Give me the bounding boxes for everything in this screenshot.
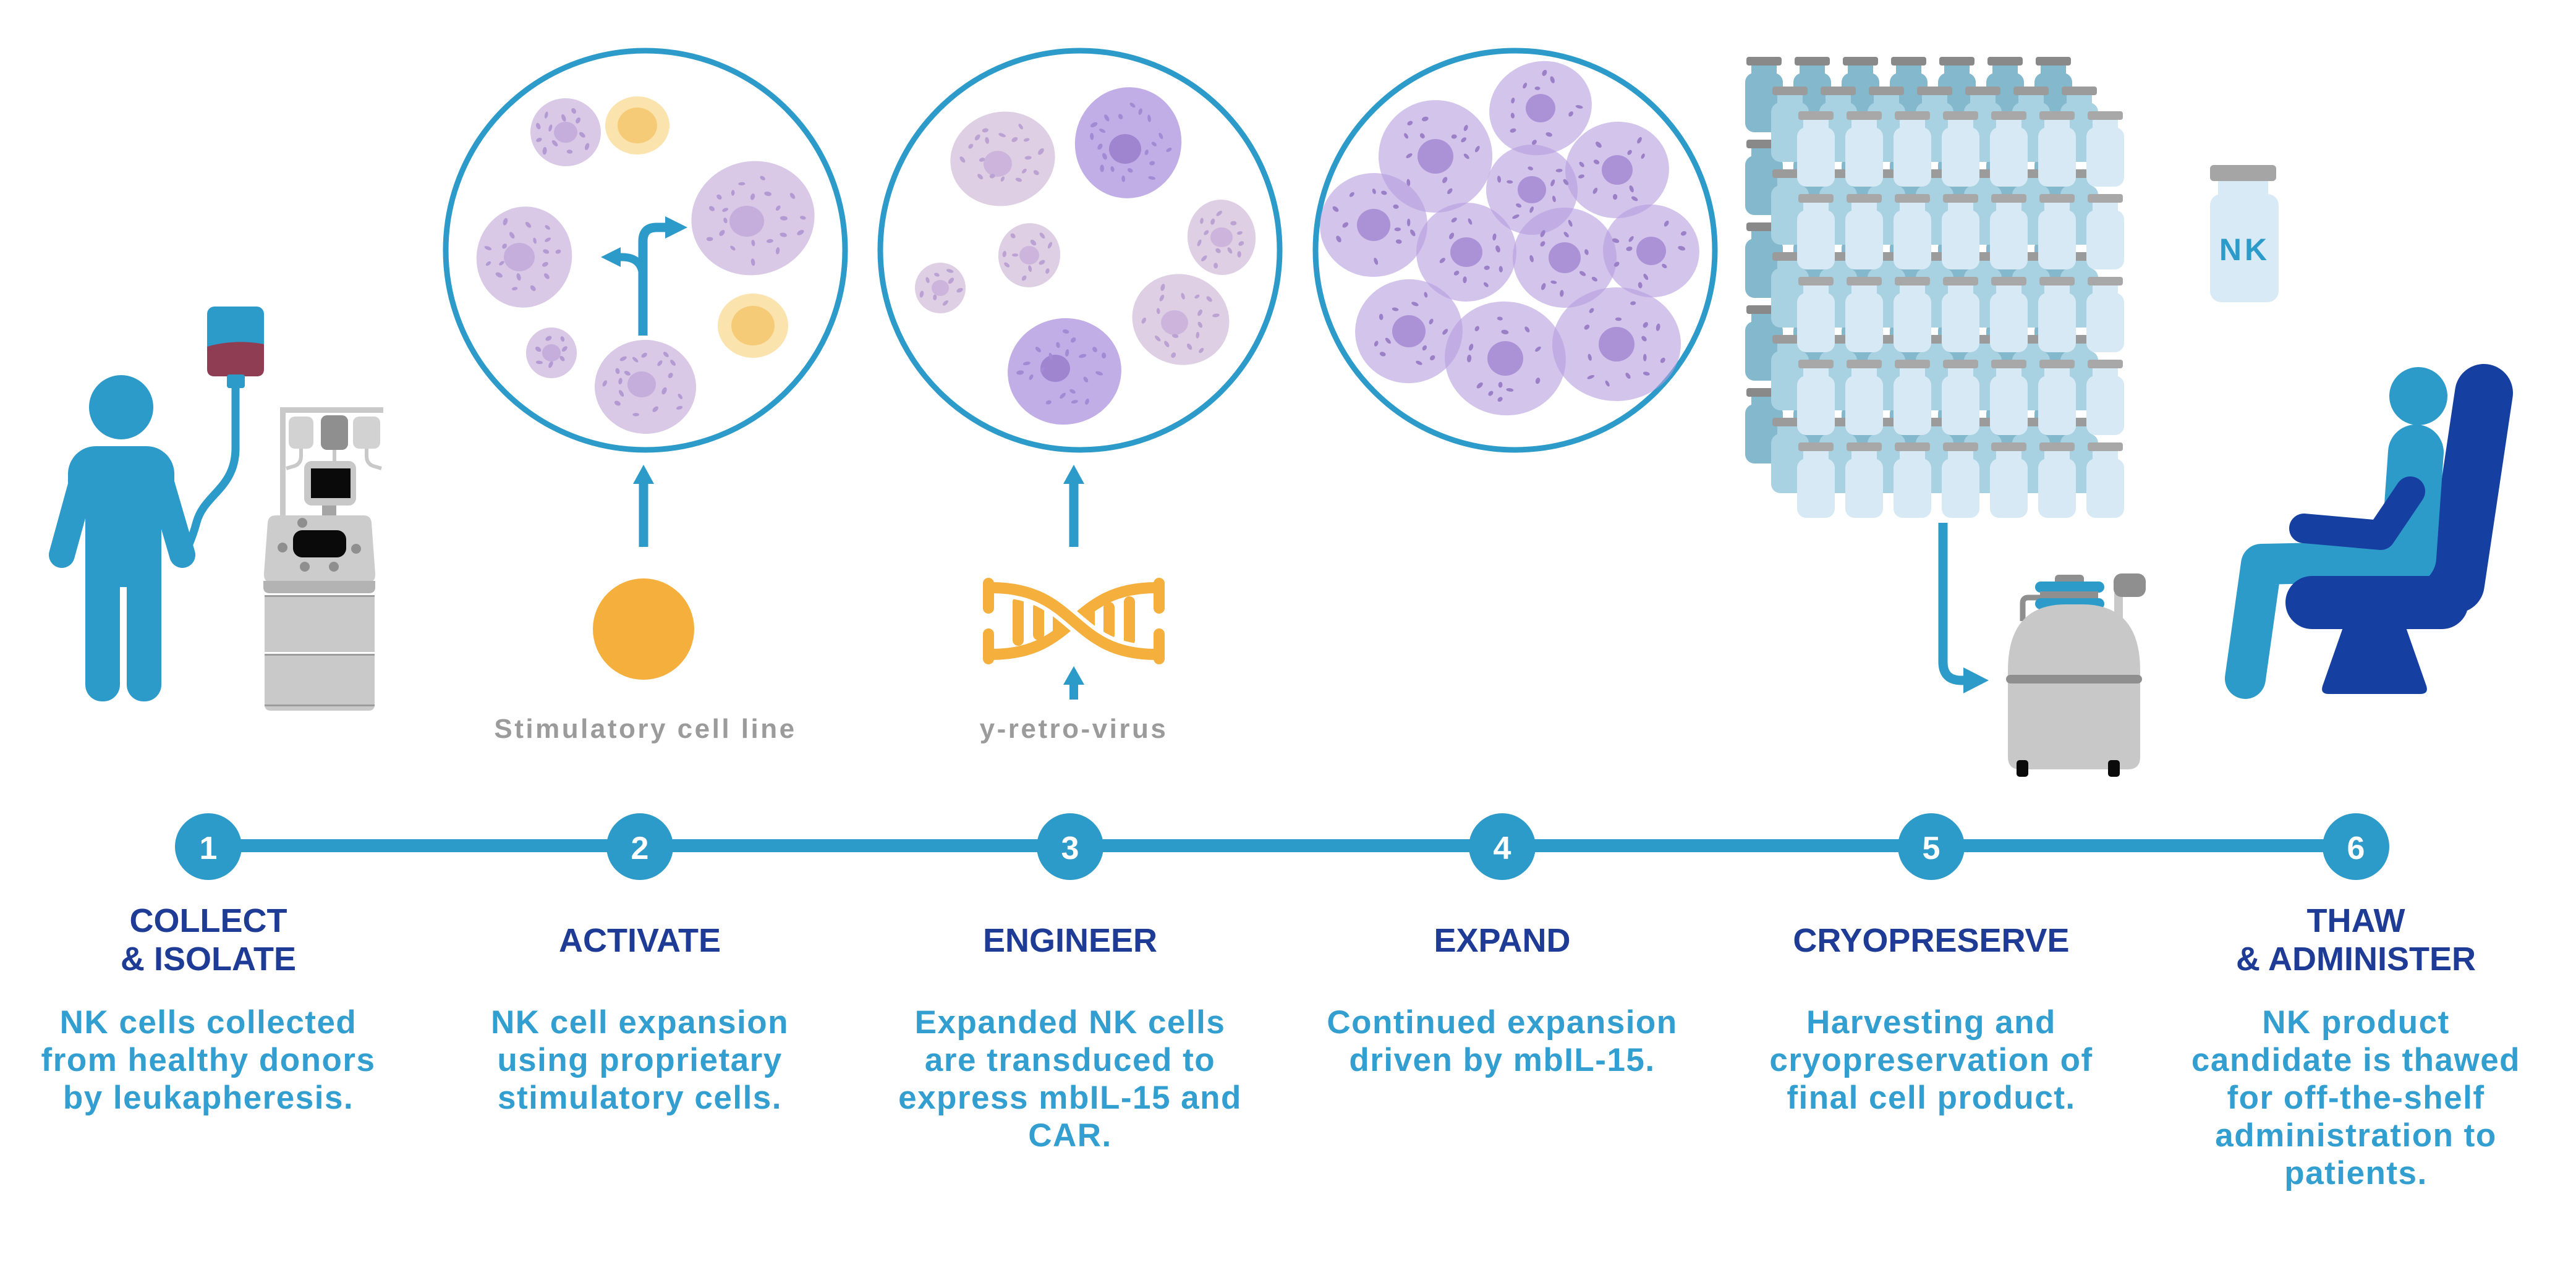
svg-text:NK cells collected: NK cells collected	[60, 1004, 357, 1041]
svg-text:NK product: NK product	[2262, 1004, 2450, 1041]
svg-text:candidate is thawed: candidate is thawed	[2191, 1042, 2520, 1078]
svg-text:Stimulatory cell line: Stimulatory cell line	[494, 714, 796, 744]
svg-text:for off-the-shelf: for off-the-shelf	[2227, 1080, 2485, 1116]
svg-text:6: 6	[2347, 831, 2365, 866]
svg-text:COLLECT: COLLECT	[130, 902, 287, 939]
svg-text:driven by mbIL-15.: driven by mbIL-15.	[1349, 1042, 1655, 1078]
svg-text:Harvesting and: Harvesting and	[1806, 1004, 2056, 1041]
svg-text:Expanded NK cells: Expanded NK cells	[915, 1004, 1226, 1041]
svg-text:final cell product.: final cell product.	[1787, 1080, 2075, 1116]
svg-text:4: 4	[1494, 831, 1511, 866]
svg-text:3: 3	[1061, 831, 1079, 866]
svg-text:Continued expansion: Continued expansion	[1327, 1004, 1677, 1041]
svg-text:& ISOLATE: & ISOLATE	[121, 941, 296, 978]
svg-text:administration to: administration to	[2215, 1117, 2496, 1154]
svg-text:from healthy donors: from healthy donors	[41, 1042, 376, 1078]
svg-text:2: 2	[631, 831, 649, 866]
svg-text:express mbIL-15 and: express mbIL-15 and	[898, 1080, 1242, 1116]
svg-text:CAR.: CAR.	[1028, 1117, 1112, 1154]
svg-text:patients.: patients.	[2284, 1155, 2427, 1191]
svg-text:by leukapheresis.: by leukapheresis.	[63, 1080, 354, 1116]
svg-text:THAW: THAW	[2307, 902, 2405, 939]
svg-text:ACTIVATE: ACTIVATE	[559, 922, 721, 959]
svg-text:are transduced to: are transduced to	[925, 1042, 1215, 1078]
svg-text:CRYOPRESERVE: CRYOPRESERVE	[1793, 922, 2069, 959]
svg-text:using proprietary: using proprietary	[497, 1042, 782, 1078]
svg-text:5: 5	[1923, 831, 1941, 866]
svg-text:cryopreservation of: cryopreservation of	[1769, 1042, 2093, 1078]
svg-text:NK cell expansion: NK cell expansion	[491, 1004, 789, 1041]
svg-text:stimulatory cells.: stimulatory cells.	[498, 1080, 782, 1116]
svg-text:& ADMINISTER: & ADMINISTER	[2236, 941, 2476, 978]
svg-text:EXPAND: EXPAND	[1434, 922, 1570, 959]
svg-text:ENGINEER: ENGINEER	[983, 922, 1157, 959]
svg-text:y-retro-virus: y-retro-virus	[980, 714, 1168, 744]
svg-text:NK: NK	[2219, 232, 2270, 267]
svg-text:1: 1	[200, 831, 218, 866]
